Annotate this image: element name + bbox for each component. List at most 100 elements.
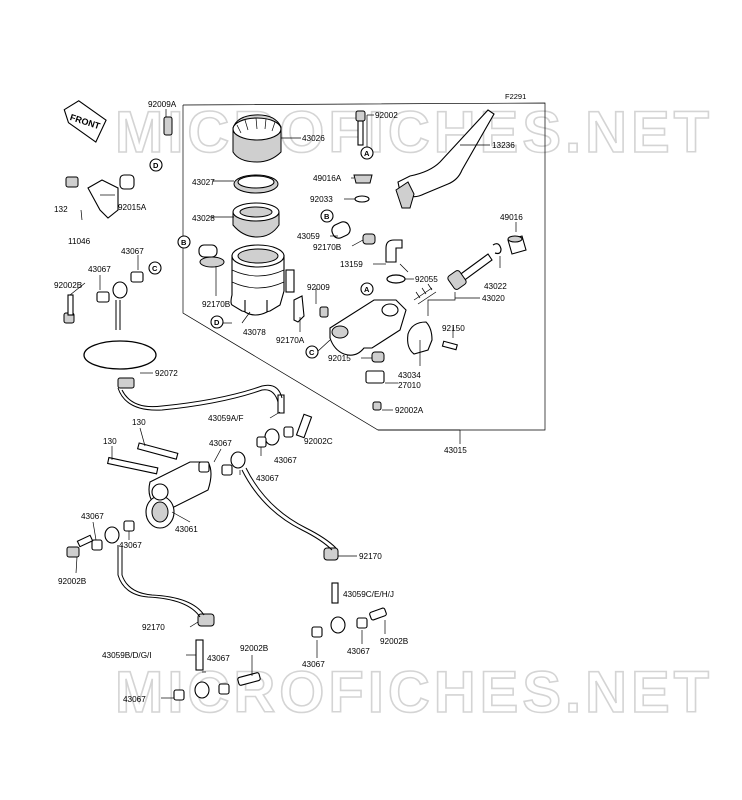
screw-92009a-part xyxy=(163,116,173,136)
ref-d-res: D xyxy=(214,318,220,327)
label-43022: 43022 xyxy=(484,282,507,291)
hose-clamp-92072-part xyxy=(83,340,157,389)
piston-43020-part xyxy=(413,253,493,305)
circlip-43022-part xyxy=(492,243,502,255)
label-43067-b: 43067 xyxy=(88,265,111,274)
ref-c-body: C xyxy=(309,348,315,357)
collar-92015a-part xyxy=(119,174,135,190)
washers-bottom-part xyxy=(173,672,261,701)
diaphragm-plate-part xyxy=(233,174,279,194)
assembly-bracket xyxy=(182,102,546,431)
label-43067-e: 43067 xyxy=(256,474,279,483)
label-92002B-left: 92002B xyxy=(54,281,83,290)
leader-lines xyxy=(69,109,517,699)
reservoir-cap-part xyxy=(232,114,282,163)
cap-92015-part xyxy=(371,351,385,363)
hose-43059-part xyxy=(331,221,351,239)
label-92170B-res: 92170B xyxy=(202,300,231,309)
bolt-92009-part xyxy=(319,306,329,318)
label-92015: 92015 xyxy=(328,354,351,363)
brake-hose-lower xyxy=(117,545,205,618)
clamp-92170b-top-part xyxy=(362,233,376,245)
label-130-b: 130 xyxy=(132,418,146,427)
ref-b-top: B xyxy=(324,212,330,221)
ref-a-body: A xyxy=(364,285,370,294)
label-43067-g: 43067 xyxy=(119,541,142,550)
label-92072: 92072 xyxy=(155,369,178,378)
label-43027: 43027 xyxy=(192,178,215,187)
label-43059CEHJ: 43059C/E/H/J xyxy=(343,590,394,599)
label-92002C: 92002C xyxy=(304,437,333,446)
label-43067-c: 43067 xyxy=(209,439,232,448)
label-13159: 13159 xyxy=(340,260,363,269)
front-arrow-icon: FRONT xyxy=(63,100,107,143)
fitting-43059bdgi-part xyxy=(194,639,210,699)
bracket-11046-part xyxy=(65,176,119,219)
label-43067-i: 43067 xyxy=(302,660,325,669)
label-92033: 92033 xyxy=(310,195,333,204)
oring-92055-part xyxy=(386,274,406,284)
diaphragm-part xyxy=(232,202,280,238)
dust-boot-49016a-part xyxy=(353,174,373,184)
washer-left-part xyxy=(96,271,144,303)
watermark-top: MICROFICHES.NET xyxy=(115,100,713,165)
switch-27010-part xyxy=(365,370,385,384)
label-43078: 43078 xyxy=(243,328,266,337)
label-92002B-low: 92002B xyxy=(58,577,87,586)
label-43026: 43026 xyxy=(302,134,325,143)
bracket-92170a-part xyxy=(293,295,305,323)
label-43028: 43028 xyxy=(192,214,215,223)
banjo-left-part xyxy=(112,281,128,299)
bolts-130-part xyxy=(106,442,179,475)
label-92009: 92009 xyxy=(307,283,330,292)
brake-hose-middle xyxy=(241,467,337,551)
ref-a-top: A xyxy=(364,149,370,158)
label-43067-a: 43067 xyxy=(121,247,144,256)
hose-clamp-b-part xyxy=(198,244,225,268)
label-92002-top: 92002 xyxy=(375,111,398,120)
ref-b-res: B xyxy=(181,238,187,247)
washers-mid-part xyxy=(256,426,294,448)
label-11046: 11046 xyxy=(68,237,91,246)
label-13236: 13236 xyxy=(492,141,515,150)
bolt-92002-top-part xyxy=(355,110,366,146)
label-43059AF: 43059A/F xyxy=(208,414,244,423)
bolt-92002b-low-part xyxy=(66,534,94,558)
screw-92002a-part xyxy=(372,401,382,411)
label-43061: 43061 xyxy=(175,525,198,534)
label-92055: 92055 xyxy=(415,275,438,284)
label-92170B-top: 92170B xyxy=(313,243,342,252)
master-cylinder-body-part xyxy=(329,299,407,356)
bolt-92150-part xyxy=(441,340,458,351)
circlip-92033-part xyxy=(354,195,370,203)
ref-circles: D C B D A B A C xyxy=(148,146,374,359)
washers-right-part xyxy=(198,451,246,476)
washers-low-right-part xyxy=(311,607,387,638)
label-43067-f: 43067 xyxy=(81,512,104,521)
label-92002A: 92002A xyxy=(395,406,424,415)
clamp-92170-mid-part xyxy=(323,547,339,561)
label-130-a: 130 xyxy=(103,437,117,446)
dust-seal-49016-part xyxy=(507,235,527,255)
label-92150: 92150 xyxy=(442,324,465,333)
part-labels: 92009A 132 92015A 11046 43026 92002 1323… xyxy=(54,100,523,704)
label-132: 132 xyxy=(54,205,68,214)
label-92009A: 92009A xyxy=(148,100,177,109)
label-43020: 43020 xyxy=(482,294,505,303)
brake-hose-upper xyxy=(115,300,283,411)
watermark-bottom: MICROFICHES.NET xyxy=(115,660,713,725)
ref-d-left: D xyxy=(153,161,159,170)
label-43067-k: 43067 xyxy=(123,695,146,704)
label-49016: 49016 xyxy=(500,213,523,222)
label-92170-low: 92170 xyxy=(142,623,165,632)
label-92170-mid: 92170 xyxy=(359,552,382,561)
brake-lever-part xyxy=(395,109,495,209)
label-43067-d: 43067 xyxy=(274,456,297,465)
bolt-92002b-left-part xyxy=(63,294,75,324)
fitting-43059af-part xyxy=(264,394,285,446)
fitting-43059cehj-part xyxy=(330,582,346,634)
washers-low-left-part xyxy=(91,520,135,551)
label-43034: 43034 xyxy=(398,371,421,380)
label-92002B-r: 92002B xyxy=(380,637,409,646)
